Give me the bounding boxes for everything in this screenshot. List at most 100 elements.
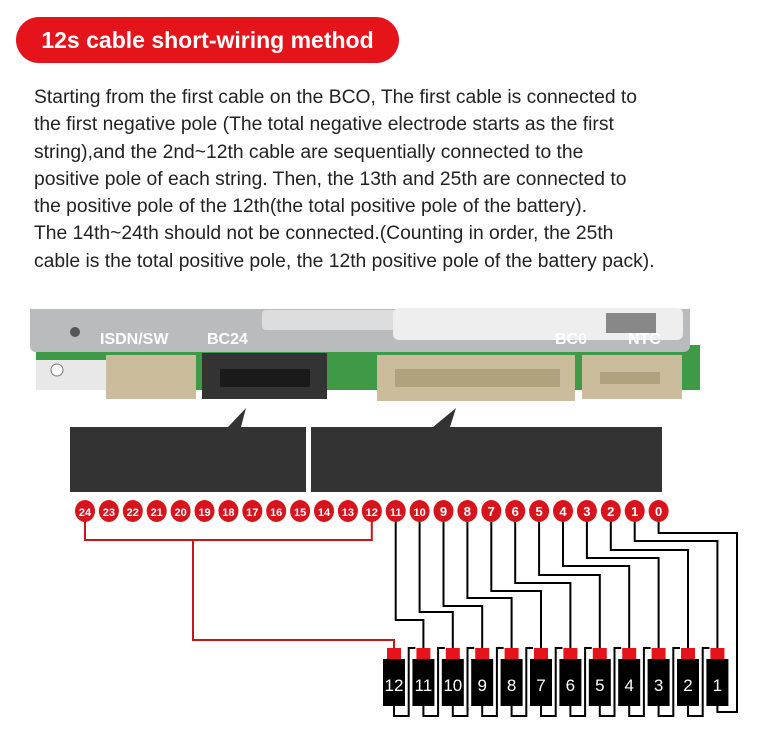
wire-pin-5: [538, 520, 601, 650]
series-link: [628, 647, 651, 717]
pin-1: 1: [624, 500, 645, 522]
pin-19: 19: [194, 500, 215, 522]
wire-pin-4: [562, 520, 631, 650]
positive-terminal: [592, 648, 607, 660]
positive-terminal: [475, 648, 490, 660]
cell-label: 9: [477, 676, 486, 695]
wire-pin-8: [466, 520, 513, 650]
isdn-connector: [106, 355, 196, 399]
pin-label: 5: [535, 504, 542, 519]
pin-15: 15: [290, 500, 311, 522]
description-line: Starting from the first cable on the BCO…: [34, 87, 638, 108]
cell-9: 9: [471, 648, 494, 706]
series-link: [393, 647, 416, 717]
wire-pin-6: [514, 520, 572, 650]
pin-label: 7: [488, 504, 495, 519]
cell-1: 1: [706, 648, 729, 706]
pin-label: 8: [464, 504, 471, 519]
series-link: [598, 647, 622, 717]
positive-terminal: [622, 648, 637, 660]
pin-label: 2: [607, 504, 614, 519]
description: Starting from the first cable on the BCO…: [34, 84, 754, 275]
series-link: [510, 647, 533, 717]
cell-12: 12: [383, 648, 405, 706]
wire-pin-3: [585, 520, 660, 650]
description-line: string),and the 2nd~12th cable are seque…: [34, 141, 584, 163]
pin-label: 13: [342, 507, 354, 519]
cell-label: 1: [713, 676, 722, 695]
cell-label: 8: [507, 676, 516, 695]
callout-bc0: [311, 408, 662, 492]
pin-4: 4: [553, 500, 573, 522]
cell-label: 6: [566, 676, 575, 695]
pin-7: 7: [481, 500, 502, 522]
pin-17: 17: [242, 500, 263, 522]
positive-terminal: [710, 648, 725, 660]
pin-label: 20: [174, 507, 186, 519]
wire-pin-9: [442, 520, 484, 650]
pin-22: 22: [122, 500, 143, 522]
wire-pin-1: [633, 520, 719, 650]
bc0-label: BC0: [555, 331, 587, 348]
series-link: [422, 647, 445, 717]
pin-label: 24: [79, 507, 92, 519]
pin-label: 10: [413, 507, 425, 519]
wire-pin-2: [609, 520, 689, 650]
cell-6: 6: [559, 648, 582, 706]
series-link: [569, 647, 592, 717]
cell-10: 10: [441, 648, 464, 706]
cell-label: 5: [595, 676, 604, 695]
section-title: 12s cable short-wiring method: [16, 17, 399, 63]
pin-label: 21: [151, 507, 163, 519]
pin-8: 8: [457, 500, 478, 522]
ntc-label: NTC: [628, 331, 661, 348]
pin-label: 4: [559, 504, 567, 519]
pin-13: 13: [337, 500, 358, 522]
pin-label: 17: [246, 507, 258, 519]
positive-terminal: [681, 648, 695, 660]
pin-label: 22: [127, 507, 139, 519]
cell-2: 2: [677, 648, 699, 706]
positive-terminal: [387, 648, 401, 660]
pin-label: 1: [631, 504, 638, 519]
pin-label: 9: [440, 504, 447, 519]
pin-label: 19: [198, 507, 210, 519]
pin-16: 16: [266, 500, 287, 522]
pin-label: 11: [390, 507, 402, 519]
pin-9: 9: [433, 500, 454, 522]
description-line: the first negative pole (The total negat…: [34, 114, 614, 136]
series-link: [657, 647, 680, 717]
pin-18: 18: [218, 500, 239, 522]
cell-8: 8: [500, 648, 523, 706]
pin-12: 12: [361, 500, 382, 522]
pin-label: 23: [103, 507, 115, 519]
description-line: positive pole of each string. Then, the …: [34, 168, 627, 190]
cell-label: 12: [385, 676, 404, 695]
pin-2: 2: [600, 500, 621, 522]
series-link: [451, 647, 475, 717]
pin-24: 24: [75, 500, 95, 522]
wire-pin-10: [418, 520, 454, 650]
pin-5: 5: [529, 500, 550, 522]
pin-20: 20: [170, 500, 191, 522]
cell-label: 11: [415, 676, 433, 695]
pin-label: 0: [655, 504, 662, 519]
wire-positive: [84, 520, 395, 650]
positive-terminal: [445, 648, 460, 660]
pin-label: 3: [583, 504, 590, 519]
pin-label: 16: [270, 507, 282, 519]
callout-bc24: [70, 408, 306, 492]
cell-11: 11: [412, 648, 435, 706]
pin-21: 21: [146, 500, 167, 522]
pin-23: 23: [98, 500, 119, 522]
cell-label: 2: [683, 676, 692, 695]
description-line: The 14th~24th should not be connected.(C…: [34, 223, 614, 245]
series-link: [687, 647, 710, 717]
pin-6: 6: [505, 500, 526, 522]
pin-label: 18: [222, 507, 234, 519]
positive-terminal: [534, 648, 548, 660]
positive-terminal: [651, 648, 666, 660]
wire-pin-7: [490, 520, 542, 650]
series-link: [540, 647, 563, 717]
